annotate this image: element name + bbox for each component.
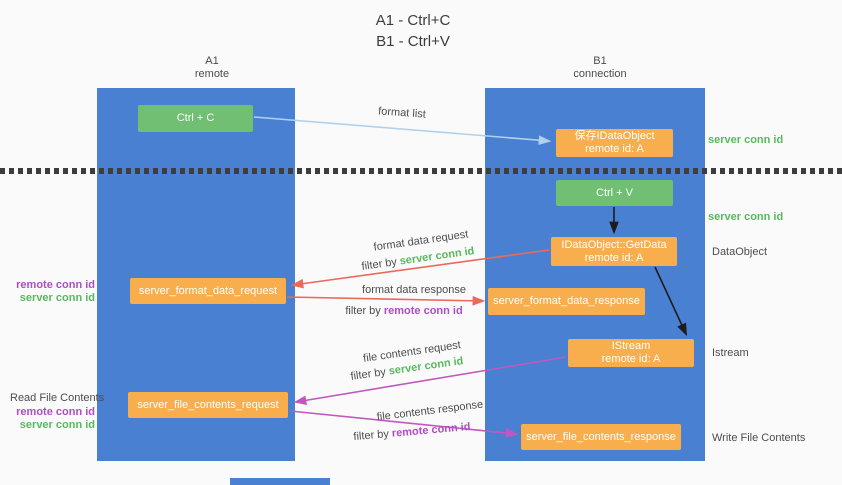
label-remote-conn-id-text: remote conn id [391,420,471,440]
node-server-format-data-response: server_format_data_response [488,288,645,315]
label-filter-by-text: filter by [353,427,393,444]
annotation-write-file-contents: Write File Contents [712,432,806,444]
node-istream-line1: IStream [611,340,651,352]
lane-left-role: remote [194,68,230,80]
node-ctrl-c-label: Ctrl + C [176,112,215,124]
node-server-format-data-response-label: server_format_data_response [493,295,640,307]
lane-left-header: A1 remote [152,55,272,81]
node-server-format-data-request-label: server_format_data_request [138,284,278,297]
label-filter-by-text: filter by [345,305,384,317]
diagram-title-line2: B1 - Ctrl+V [376,33,450,50]
bottom-bar [230,478,330,485]
label-format-data-response-text: format data response [362,284,466,296]
node-getdata: IDataObject::GetData remote id: A [551,237,677,266]
annotation-server-conn-id-mid: server conn id [708,211,784,223]
lane-right-name: B1 [593,55,607,67]
lane-right-header: B1 connection [540,55,660,81]
annotation-read-file-contents: Read File Contents [10,392,105,404]
node-ctrl-c: Ctrl + C [138,105,253,132]
label-filter-by-text: filter by [349,365,390,383]
lane-left-name: A1 [205,55,219,67]
label-format-list-text: format list [377,105,427,121]
label-file-contents-response-text: file contents response [376,398,484,424]
label-format-list: format list [378,105,426,120]
label-filter-by-remote-conn-id-1: filter by remote conn id [345,305,462,317]
node-server-file-contents-request-label: server_file_contents_request [137,398,279,411]
node-server-format-data-request: server_format_data_request [130,278,286,304]
node-save-idataobject: 保存IDataObject remote id: A [556,129,673,157]
label-filter-by-remote-conn-id-2: filter by remote conn id [353,421,471,443]
label-file-contents-response: file contents response [376,399,484,424]
node-getdata-line1: IDataObject::GetData [561,238,667,251]
diagram-title: A1 - Ctrl+C B1 - Ctrl+V [308,10,518,52]
arrow-format-data-response [286,295,486,306]
node-getdata-line2: remote id: A [584,251,644,264]
node-ctrl-v: Ctrl + V [556,180,673,206]
node-istream: IStream remote id: A [568,339,694,367]
annotation-dataobject: DataObject [712,246,768,258]
annotation-server-conn-id-top: server conn id [708,134,784,146]
label-remote-conn-id-text: remote conn id [383,305,463,317]
annotation-remote-conn-id-1: remote conn id [16,279,95,291]
annotation-server-conn-id-2: server conn id [19,419,95,431]
divider-dotted-line [0,168,842,174]
lane-right-role: connection [573,68,627,80]
annotation-server-conn-id-1: server conn id [19,292,95,304]
node-save-idataobject-line2: remote id: A [585,143,644,155]
diagram-title-line1: A1 - Ctrl+C [375,12,451,29]
annotation-remote-conn-id-2: remote conn id [16,406,95,418]
label-filter-by-text: filter by [360,255,401,273]
node-server-file-contents-request: server_file_contents_request [128,392,288,418]
node-save-idataobject-line1: 保存IDataObject [574,130,655,142]
node-server-file-contents-response-label: server_file_contents_response [526,430,676,443]
label-format-data-response: format data response [362,284,466,296]
node-server-file-contents-response: server_file_contents_response [521,424,681,450]
node-istream-line2: remote id: A [601,353,661,365]
annotation-istream: Istream [712,347,749,359]
node-ctrl-v-label: Ctrl + V [596,186,633,199]
